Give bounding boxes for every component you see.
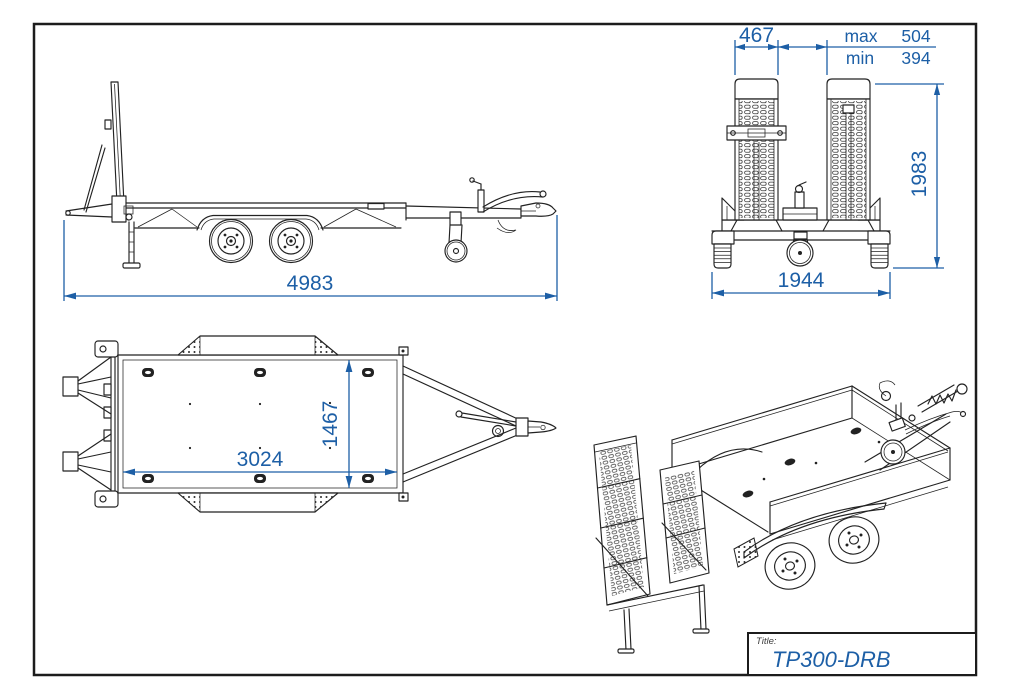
- dim-gap-min-value: 394: [901, 48, 930, 68]
- dim-overall-width: 1944: [711, 269, 891, 299]
- tie-down-recesses: [142, 368, 374, 483]
- dim-ramp-gap: max 504 min 394: [778, 26, 936, 75]
- dim-gap-min-label: min: [846, 48, 874, 68]
- dim-overall-height-value: 1983: [908, 151, 931, 198]
- dim-gap-max-value: 504: [901, 26, 930, 46]
- iso-wheel-2: [828, 516, 880, 564]
- deck-screw-dots: [188, 401, 332, 450]
- iso-ramp-near: [593, 435, 651, 606]
- side-wheel-1: [208, 218, 254, 264]
- dim-ramp-width: 467: [734, 24, 779, 75]
- dim-overall-length: 4983: [63, 215, 558, 301]
- dim-overall-width-value: 1944: [778, 269, 825, 292]
- rear-left-wheel-tread: [714, 247, 731, 263]
- side-view-drawing: 4983: [63, 81, 558, 301]
- rear-right-ramp: [822, 78, 875, 232]
- dim-internal-width: 1467: [319, 360, 353, 488]
- top-fender-upper: [177, 335, 339, 356]
- iso-ramp-far: [659, 460, 710, 584]
- drawing-title: TP300-DRB: [772, 647, 891, 672]
- side-wheel-2: [268, 218, 314, 264]
- dim-overall-length-value: 4983: [287, 272, 334, 295]
- dim-internal-length: 3024: [123, 448, 397, 476]
- top-ramp-support-lower: [62, 433, 112, 491]
- dim-ramp-width-value: 467: [739, 24, 774, 47]
- iso-wheel-1: [764, 542, 816, 590]
- sheet-border: [32, 22, 978, 677]
- top-fender-lower: [177, 492, 339, 513]
- rear-left-ramp: [726, 78, 787, 232]
- rear-right-wheel-tread: [871, 247, 888, 263]
- top-ramp-support-upper: [62, 356, 112, 415]
- title-block-label: Title:: [756, 636, 777, 647]
- rear-view-drawing: 467 max 504 min 394 1983: [711, 24, 944, 299]
- isometric-view-drawing: [593, 380, 968, 654]
- dim-overall-height: 1983: [875, 83, 944, 269]
- top-view-drawing: 3024 1467: [62, 335, 557, 513]
- title-block: Title: TP300-DRB: [747, 632, 977, 676]
- dim-gap-max-label: max: [844, 26, 877, 46]
- dim-internal-length-value: 3024: [237, 448, 284, 471]
- dim-internal-width-value: 1467: [319, 401, 342, 448]
